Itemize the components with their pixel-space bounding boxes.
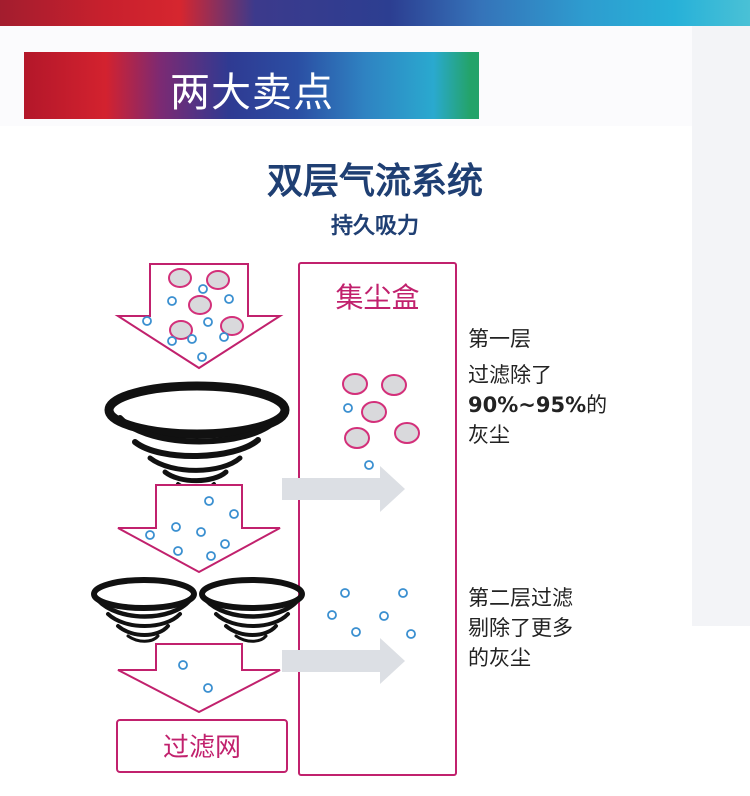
intake-large-dust xyxy=(168,268,244,340)
layer2-line2: 剔除了更多 xyxy=(468,616,573,640)
top-color-strip xyxy=(0,0,750,26)
layer1-description: 第一层 过滤除了 90%~95%的 灰尘 xyxy=(468,324,607,450)
layer1-line1: 第一层 xyxy=(468,327,531,351)
right-edge-panel xyxy=(692,26,750,626)
cyclone-large-icon xyxy=(104,381,290,492)
layer1-percentage: 90%~95% xyxy=(468,393,587,417)
layer1-line4: 灰尘 xyxy=(468,423,510,447)
dust-box-frame xyxy=(298,262,457,776)
filter-box-frame xyxy=(116,719,288,773)
box-small-dust-lower xyxy=(327,588,416,639)
cyclone-small-right-icon xyxy=(199,577,305,643)
gray-arrow-lower xyxy=(282,638,405,684)
page-subtitle: 持久吸力 xyxy=(330,214,419,239)
bottom-small-dust xyxy=(178,660,213,693)
filter-label: 过滤网 xyxy=(162,733,241,763)
page-title: 双层气流系统 xyxy=(266,161,483,202)
banner-title: 两大卖点 xyxy=(170,70,334,116)
dust-box-label: 集尘盒 xyxy=(335,281,420,314)
layer1-line2: 过滤除了 xyxy=(468,363,552,387)
gray-arrow-upper xyxy=(282,466,405,512)
banner xyxy=(24,52,479,119)
intake-small-dust xyxy=(142,284,234,362)
layer1-line3: 90%~95%的 xyxy=(468,390,607,420)
box-large-dust xyxy=(342,373,420,449)
layer2-line1: 第二层过滤 xyxy=(468,586,573,610)
cyclone-small-left-icon xyxy=(91,577,197,643)
layer1-line3-suffix: 的 xyxy=(586,393,608,417)
middle-small-dust xyxy=(145,496,239,561)
bottom-arrow xyxy=(117,643,281,714)
box-small-dust-upper xyxy=(343,403,374,470)
intake-arrow xyxy=(114,263,284,370)
layer2-line3: 的灰尘 xyxy=(468,646,531,670)
layer2-description: 第二层过滤 剔除了更多 的灰尘 xyxy=(468,583,573,673)
